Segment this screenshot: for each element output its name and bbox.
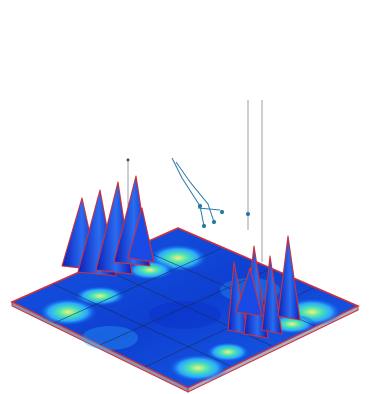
contour-hotspot [74, 286, 126, 306]
leader-line [175, 161, 215, 223]
contour-hotspot [168, 354, 228, 382]
contour-hotspot [38, 298, 98, 326]
result-peak [127, 207, 155, 263]
result-peak [277, 235, 301, 321]
peaks-left [61, 175, 155, 277]
slab-edge-right [187, 305, 359, 393]
support-node [126, 158, 130, 162]
result-peak [235, 267, 263, 317]
leader-line [197, 207, 221, 211]
leader-lines [171, 157, 251, 229]
leader-node [201, 223, 207, 229]
peaks-right [227, 235, 301, 339]
contour-band [82, 326, 138, 350]
leader-node [211, 219, 217, 225]
leader-node [197, 203, 203, 209]
leader-node [219, 209, 225, 215]
leader-line [171, 157, 205, 227]
slab [10, 227, 360, 393]
contour-band [149, 301, 221, 329]
leader-node [245, 211, 251, 217]
contour-hotspot [206, 342, 250, 362]
result-peak [261, 255, 283, 335]
